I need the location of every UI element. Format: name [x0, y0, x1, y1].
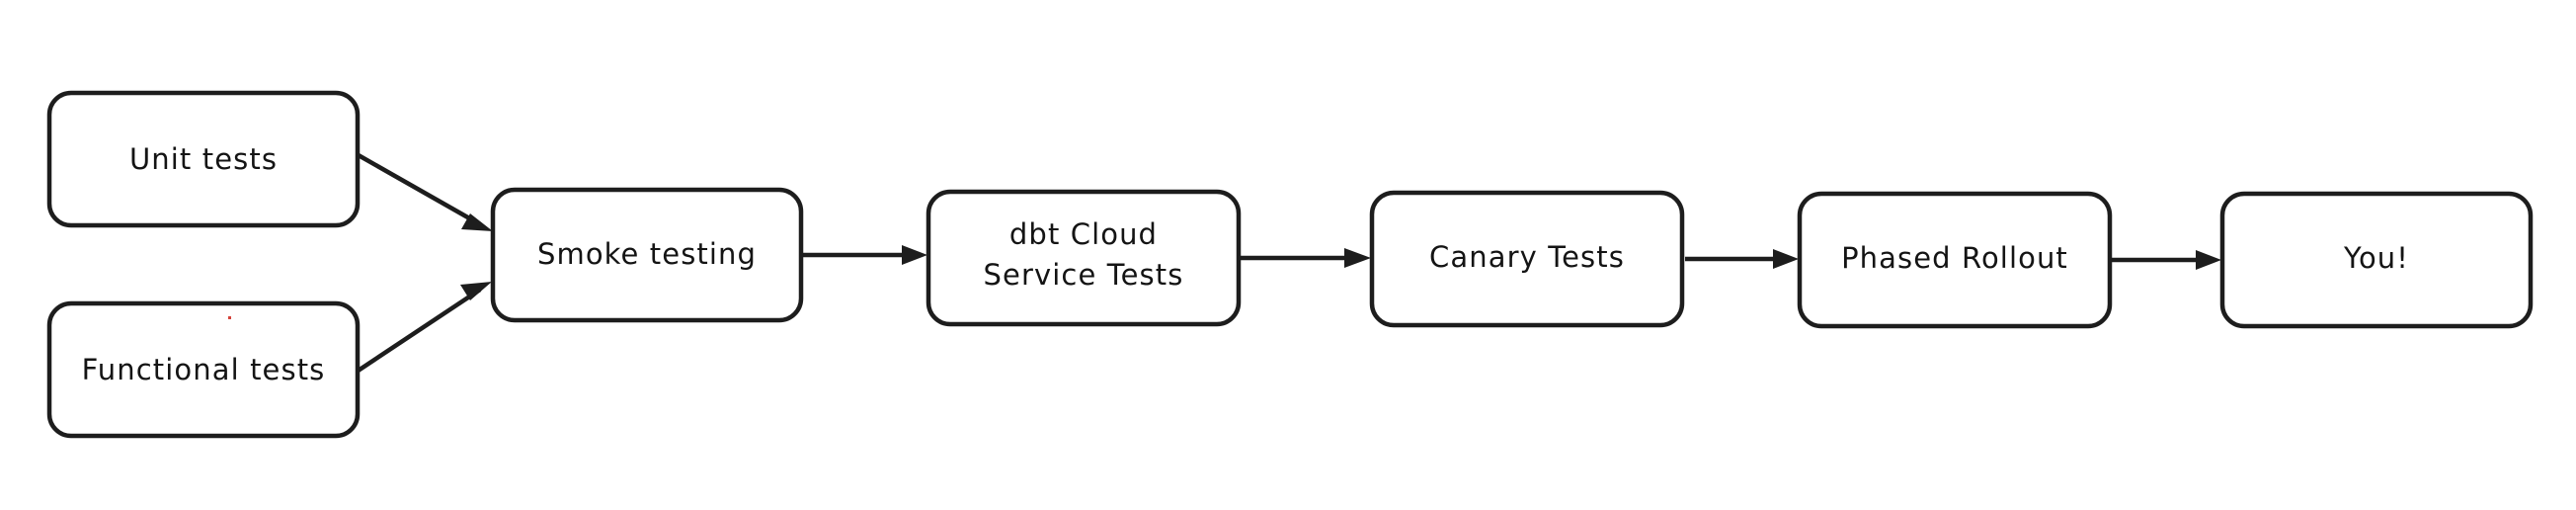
node-dbt-cloud-service-tests-label-line1: dbt Cloud: [1009, 217, 1158, 251]
node-dbt-cloud-service-tests[interactable]: dbt Cloud Service Tests: [926, 189, 1242, 327]
node-phased-rollout[interactable]: Phased Rollout: [1797, 191, 2113, 329]
stray-pixel-artifact: [228, 316, 231, 319]
node-phased-rollout-box[interactable]: [1797, 191, 2113, 329]
node-you-box[interactable]: [2219, 191, 2534, 329]
node-unit-tests-label: Unit tests: [129, 142, 278, 176]
node-unit-tests[interactable]: Unit tests: [46, 90, 361, 228]
node-dbt-cloud-service-tests-label-line2: Service Tests: [984, 258, 1184, 292]
node-functional-tests-box[interactable]: [46, 300, 361, 439]
node-functional-tests[interactable]: Functional tests: [46, 300, 361, 439]
node-smoke-testing-box[interactable]: [490, 187, 804, 323]
node-canary-tests[interactable]: Canary Tests: [1369, 190, 1685, 328]
node-dbt-cloud-service-tests-box[interactable]: [926, 189, 1242, 327]
edge-smoke-to-dbt: [801, 245, 927, 265]
node-smoke-testing-label: Smoke testing: [537, 237, 757, 271]
edge-unit-to-smoke: [355, 152, 493, 231]
node-unit-tests-box[interactable]: [46, 90, 361, 228]
edge-phased-to-you: [2111, 250, 2221, 270]
node-functional-tests-label: Functional tests: [82, 353, 326, 386]
node-you-label: You!: [2343, 241, 2409, 275]
node-canary-tests-label: Canary Tests: [1429, 240, 1625, 274]
node-you[interactable]: You!: [2219, 191, 2534, 329]
node-smoke-testing[interactable]: Smoke testing: [490, 187, 804, 323]
edge-dbt-to-canary: [1239, 248, 1371, 268]
node-canary-tests-box[interactable]: [1369, 190, 1685, 328]
edge-canary-to-phased: [1685, 249, 1799, 269]
node-phased-rollout-label: Phased Rollout: [1841, 241, 2068, 275]
edge-functional-to-smoke: [355, 282, 492, 374]
